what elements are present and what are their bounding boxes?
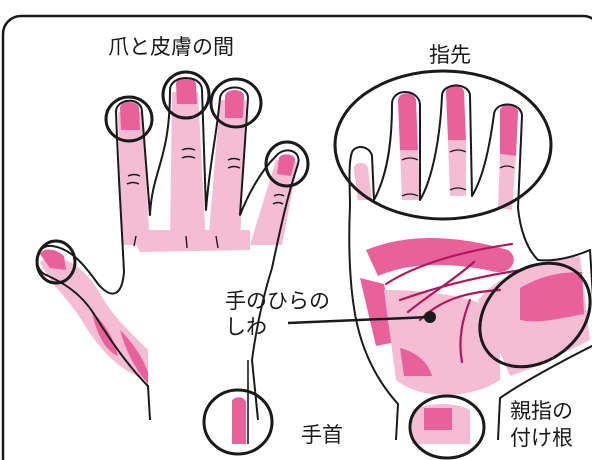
back-hand-shading xyxy=(40,92,298,384)
label-nail-skin: 爪と皮膚の間 xyxy=(108,34,234,60)
pointer-dot xyxy=(424,311,436,323)
wrist-spot xyxy=(232,397,246,444)
label-thumb-base: 親指の 付け根 xyxy=(510,398,573,452)
label-palm-creases: 手のひらの しわ xyxy=(225,288,330,340)
label-fingertips: 指先 xyxy=(429,42,471,68)
label-wrist: 手首 xyxy=(301,422,343,448)
